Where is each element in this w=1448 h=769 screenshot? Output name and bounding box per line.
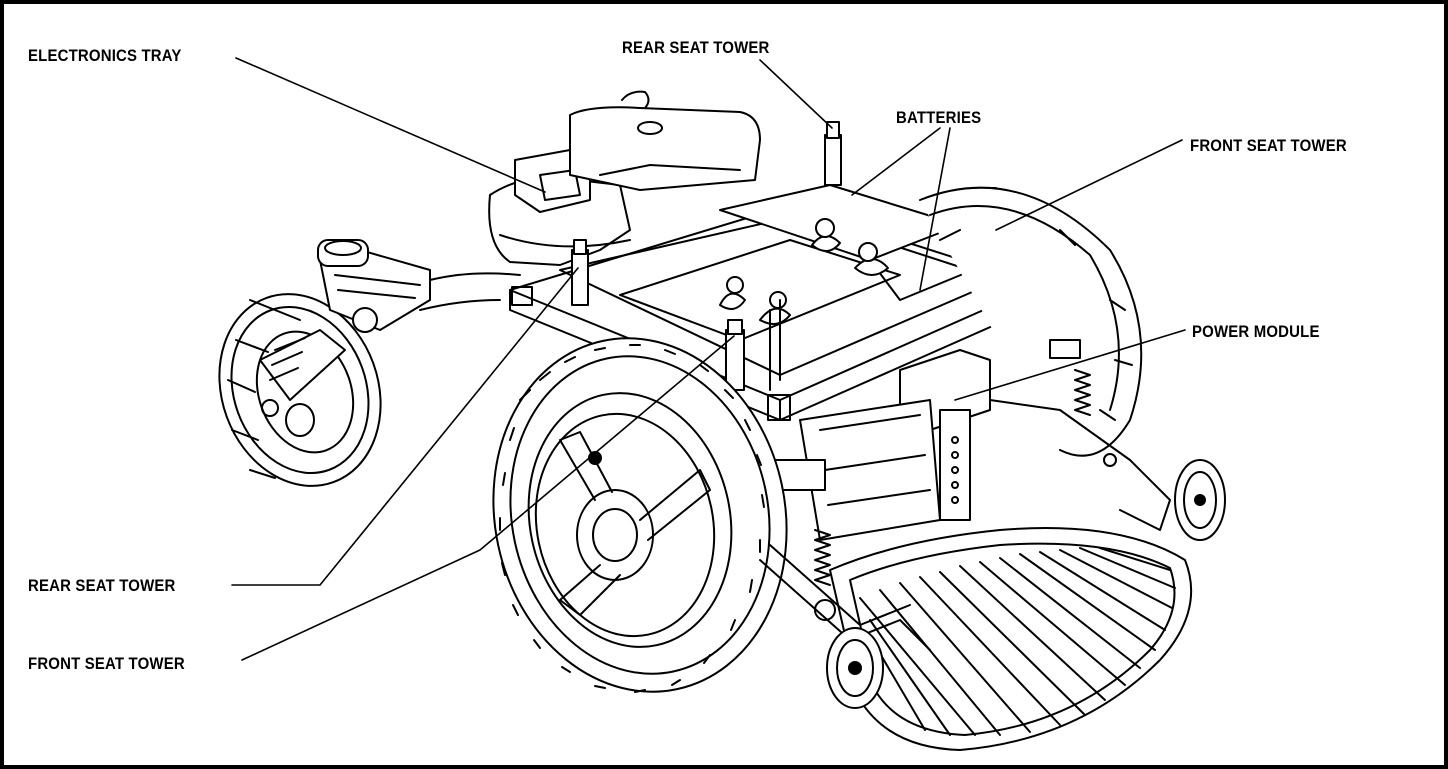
front-caster-left — [826, 627, 884, 709]
label-power-module: POWER MODULE — [1192, 322, 1320, 341]
leader-batteries-left — [851, 127, 941, 196]
front-frame-arms — [759, 399, 1171, 651]
leader-rear-seat-tower-top — [759, 59, 833, 129]
leader-front-seat-tower-right — [995, 139, 1183, 231]
label-batteries: BATTERIES — [896, 108, 982, 127]
label-rear-seat-tower-top: REAR SEAT TOWER — [622, 38, 770, 57]
leader-power-module — [954, 329, 1186, 401]
front-caster-right — [1174, 459, 1226, 541]
rear-battery-box — [569, 90, 761, 191]
leader-rear-seat-tower-left — [231, 267, 579, 586]
leader-batteries-right — [919, 127, 951, 291]
leader-electronics-tray — [235, 57, 546, 193]
leader-lines — [231, 57, 1186, 661]
battery-terminals — [719, 218, 889, 391]
label-front-seat-tower-left: FRONT SEAT TOWER — [28, 654, 185, 673]
left-drive-wheel — [492, 337, 788, 693]
right-drive-wheel — [919, 186, 1143, 457]
label-electronics-tray: ELECTRONICS TRAY — [28, 46, 182, 65]
label-front-seat-tower-right: FRONT SEAT TOWER — [1190, 136, 1347, 155]
leader-front-seat-tower-left — [241, 335, 735, 661]
caster-fork — [259, 239, 521, 401]
label-rear-seat-tower-left: REAR SEAT TOWER — [28, 576, 176, 595]
suspension-springs — [814, 339, 1091, 586]
footplate — [829, 527, 1193, 751]
